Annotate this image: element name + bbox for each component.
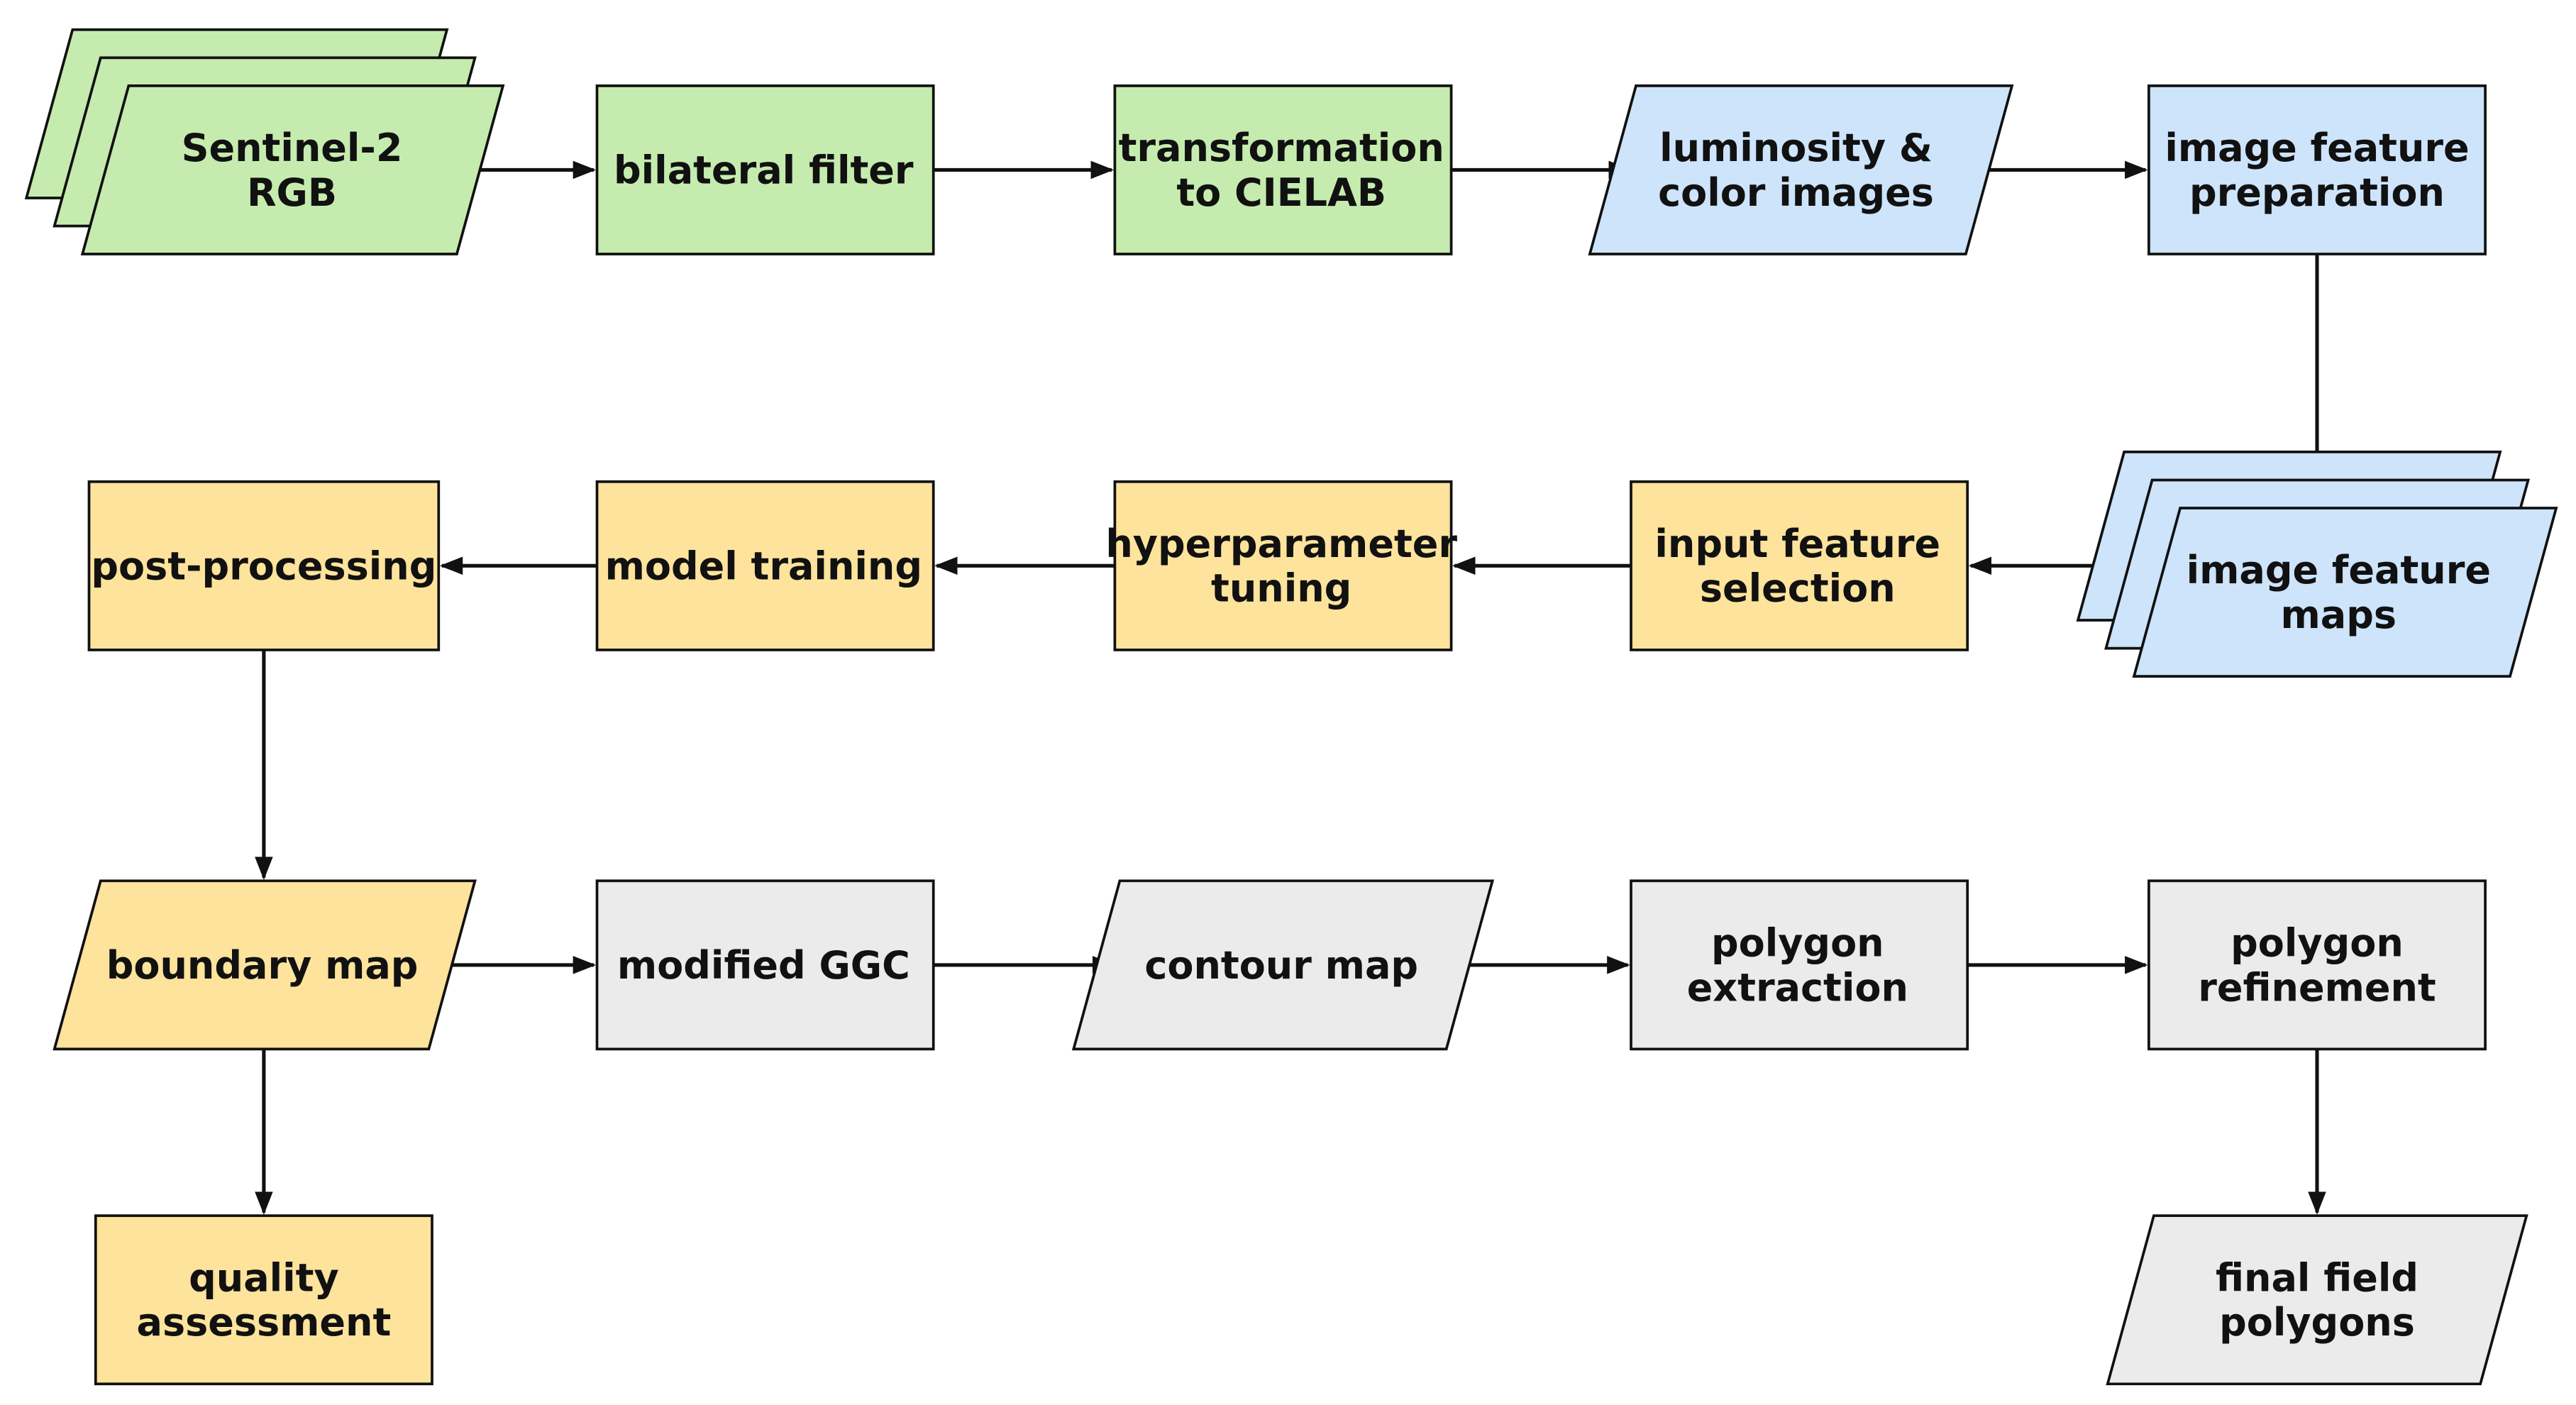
node-contour-label-line: contour map	[1144, 942, 1418, 987]
node-boundary: boundary map	[52, 879, 477, 1051]
node-cielab-label-line: to CIELAB	[1176, 170, 1386, 214]
node-inputsel-box	[1630, 480, 1969, 651]
node-contour-shape	[1071, 879, 1495, 1051]
node-bilateral-box	[595, 84, 935, 255]
node-final-label-line: final field	[2216, 1255, 2419, 1300]
node-hyper-box	[1113, 480, 1453, 651]
node-extraction-box	[1630, 879, 1969, 1051]
node-inputsel-label-line: input feature	[1654, 522, 1940, 566]
node-ggc: modified GGC	[595, 879, 935, 1051]
node-refinement-box	[2147, 879, 2487, 1051]
node-postproc: post-processing	[87, 480, 441, 651]
node-boundary-shape	[52, 879, 477, 1051]
node-bilateral-label: bilateral filter	[614, 148, 914, 192]
node-contour-label: contour map	[1144, 942, 1418, 987]
node-training-label: model training	[605, 544, 922, 588]
node-sentinel-label-line: RGB	[247, 170, 337, 214]
node-extraction-label-line: extraction	[1687, 965, 1908, 1010]
node-hyper-label-line: hyperparameter	[1105, 522, 1457, 566]
node-featmaps-layer-3	[2132, 507, 2558, 678]
node-final-label-line: polygons	[2219, 1300, 2415, 1345]
node-hyper-label-line: tuning	[1211, 566, 1351, 610]
node-featmaps-label-line: image feature	[2187, 548, 2491, 593]
edges-layer	[255, 160, 2326, 1215]
node-featmaps-label-line: maps	[2281, 592, 2397, 637]
node-luminosity: luminosity &color images	[1588, 84, 2014, 255]
node-contour: contour map	[1071, 879, 1495, 1051]
node-ggc-label-line: modified GGC	[617, 942, 910, 987]
node-luminosity-label: luminosity &color images	[1658, 126, 1934, 215]
node-quality-label-line: quality	[189, 1255, 339, 1300]
node-featprep-label-line: preparation	[2189, 170, 2445, 214]
node-final-shape	[2106, 1214, 2528, 1386]
node-quality-box	[94, 1214, 433, 1386]
node-refinement-label-line: refinement	[2198, 965, 2436, 1010]
node-sentinel-layer-3	[80, 84, 505, 255]
node-luminosity-shape	[1588, 84, 2014, 255]
node-training-label-line: model training	[605, 544, 922, 588]
node-luminosity-label-line: luminosity &	[1659, 126, 1933, 170]
node-quality-label-line: assessment	[137, 1300, 392, 1345]
node-cielab-box	[1113, 84, 1453, 255]
node-luminosity-label-line: color images	[1658, 170, 1934, 214]
node-ggc-box	[595, 879, 935, 1051]
node-training-box	[595, 480, 935, 651]
node-training: model training	[595, 480, 935, 651]
node-bilateral-label-line: bilateral filter	[614, 148, 914, 192]
node-boundary-label: boundary map	[106, 942, 419, 987]
node-bilateral: bilateral filter	[595, 84, 935, 255]
node-cielab-label-line: transformation	[1119, 126, 1444, 170]
node-extraction-label-line: polygon	[1711, 920, 1884, 965]
node-inputsel-label-line: selection	[1700, 566, 1896, 610]
node-featprep-box	[2147, 84, 2487, 255]
node-sentinel-label-line: Sentinel-2	[182, 126, 403, 170]
node-postproc-label-line: post-processing	[91, 544, 436, 588]
node-refinement-label-line: polygon	[2230, 920, 2404, 965]
node-ggc-label: modified GGC	[617, 942, 910, 987]
node-featprep-label-line: image feature	[2165, 126, 2469, 170]
node-postproc-label: post-processing	[91, 544, 436, 588]
node-postproc-box	[87, 480, 441, 651]
node-boundary-label-line: boundary map	[106, 942, 419, 987]
